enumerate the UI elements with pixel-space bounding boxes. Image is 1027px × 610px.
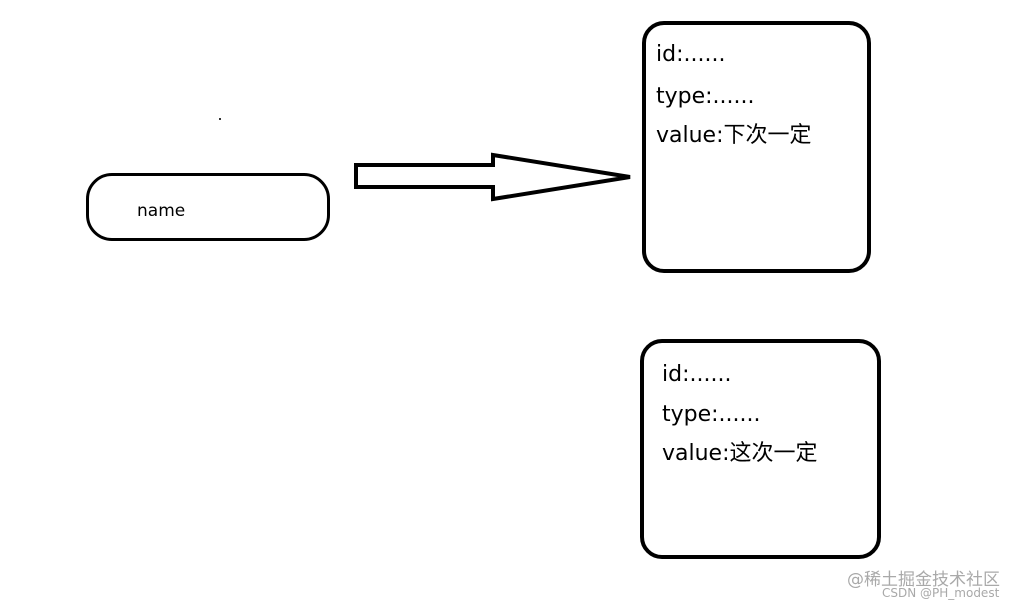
record-upper-id: id:...... xyxy=(656,42,726,67)
record-upper-value: value:下次一定 xyxy=(656,123,812,148)
record-box-lower xyxy=(640,339,881,559)
record-lower-value: value:这次一定 xyxy=(662,441,818,466)
stray-mark xyxy=(219,118,221,120)
block-arrow xyxy=(354,152,631,202)
record-lower-id: id:...... xyxy=(662,362,732,387)
record-box-upper xyxy=(642,21,871,273)
record-lower-type: type:...... xyxy=(662,402,761,427)
name-node-label: name xyxy=(137,201,186,221)
watermark-juejin: @稀土掘金技术社区 xyxy=(847,570,1000,590)
watermark-csdn: CSDN @PH_modest xyxy=(882,586,1000,600)
name-node xyxy=(86,173,330,241)
record-upper-type: type:...... xyxy=(656,84,755,109)
